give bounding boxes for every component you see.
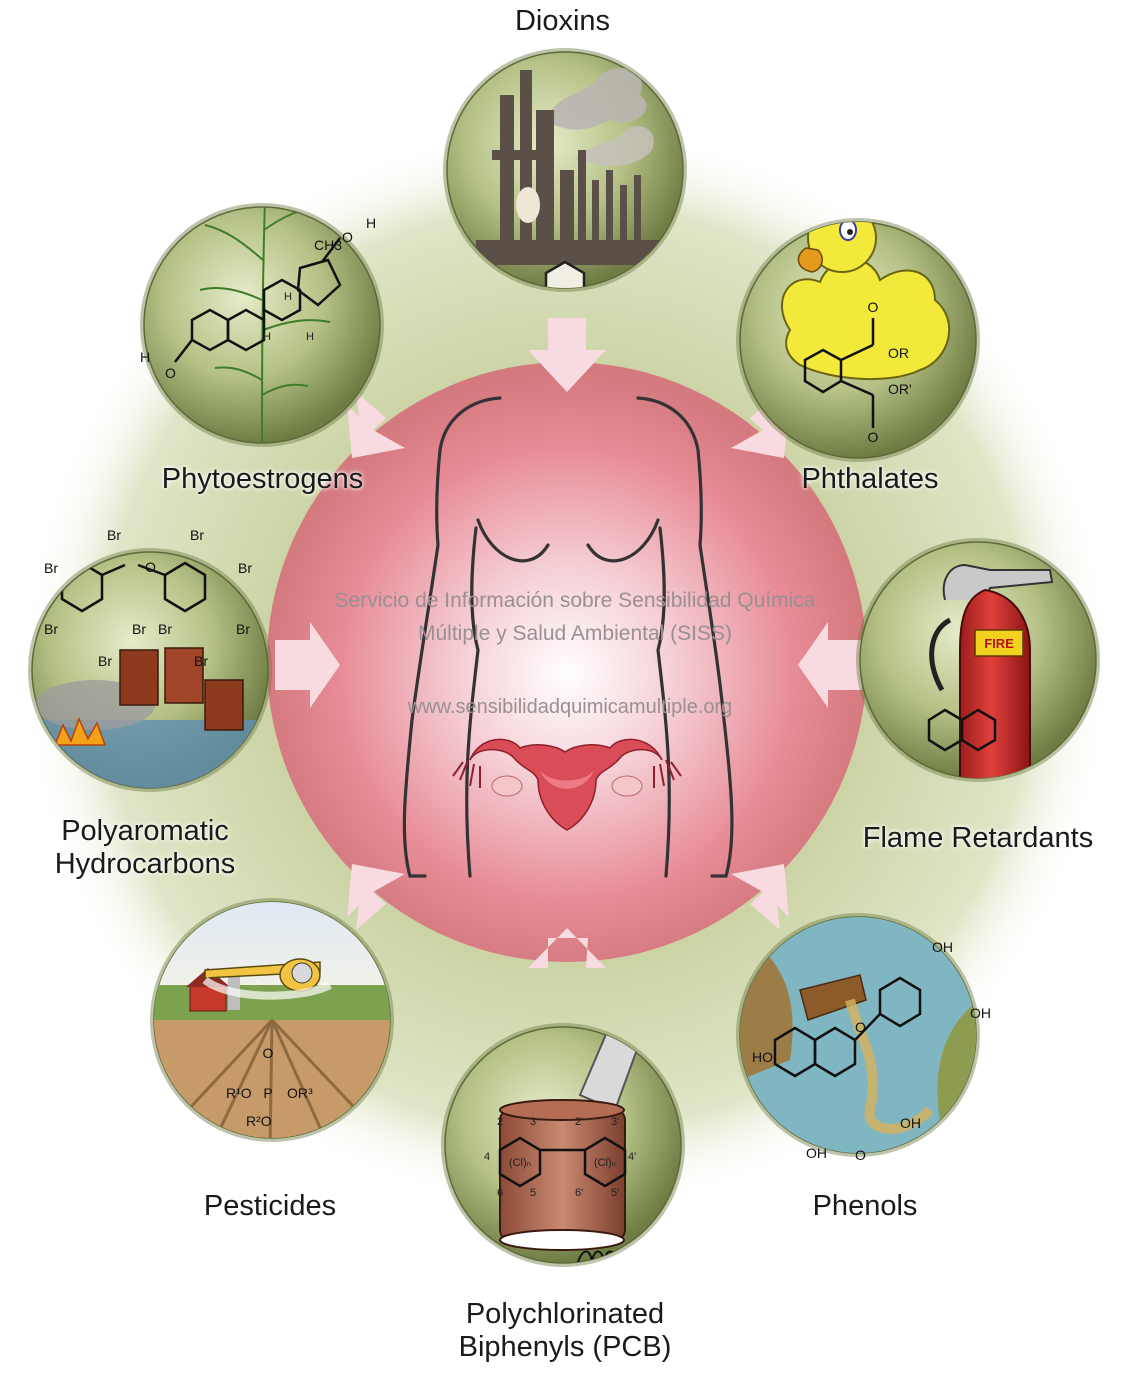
pcb-6p: 6' [575, 1187, 583, 1199]
phyto-o-top: O [342, 229, 353, 245]
pesticide-o-top: O [263, 1045, 274, 1061]
label-phenols-line1: Phenols [800, 1190, 930, 1223]
label-dioxins-line1: Dioxins [500, 5, 625, 38]
phenol-oh-top: OH [932, 939, 953, 955]
pcb-cl-right: (Cl)ₙ [594, 1157, 616, 1169]
phthalate-o-bottom: O [868, 429, 879, 445]
pah-br-1: Br [107, 527, 121, 543]
phthalate-or-prime: OR' [888, 381, 912, 397]
watermark-line1: Servicio de Información sobre Sensibilid… [320, 584, 830, 617]
pcb-3p: 3' [611, 1116, 619, 1128]
pcb-5: 5 [530, 1187, 536, 1199]
label-phenols: Phenols [800, 1190, 930, 1223]
phyto-h-ring2: H [263, 331, 271, 343]
label-flame-retardants-line1: Flame Retardants [858, 822, 1098, 855]
phyto-h-ring3: H [306, 331, 314, 343]
label-pcb: Polychlorinated Biphenyls (PCB) [445, 1298, 685, 1364]
pcb-3: 3 [530, 1116, 536, 1128]
pcb-5p: 5' [611, 1187, 619, 1199]
phenol-oh-right: OH [970, 1005, 991, 1021]
pcb-2: 2 [497, 1116, 503, 1128]
pah-br-7: Br [158, 621, 172, 637]
pah-br-9: Br [98, 653, 112, 669]
label-phthalates-line1: Phthalates [790, 463, 950, 496]
pah-br-6: Br [132, 621, 146, 637]
phenol-ho-left: HO [752, 1049, 773, 1065]
pah-br-3: Br [44, 560, 58, 576]
label-pesticides: Pesticides [195, 1190, 345, 1223]
pcb-cl-left: (Cl)ₙ [509, 1157, 531, 1169]
pcb-4: 4 [484, 1151, 490, 1163]
pesticide-r2o: R²O [246, 1113, 272, 1129]
label-phytoestrogens: Phytoestrogens [150, 463, 375, 496]
phyto-h-left: H [140, 349, 150, 365]
watermark-organization: Servicio de Información sobre Sensibilid… [320, 584, 830, 650]
label-pcb-line2: Biphenyls (PCB) [445, 1331, 685, 1364]
label-phytoestrogens-line1: Phytoestrogens [150, 463, 375, 496]
fire-sign-text: FIRE [984, 636, 1014, 651]
phyto-h-top: H [366, 215, 376, 231]
label-pah-line1: Polyaromatic [40, 815, 250, 848]
phenol-oh-mid: OH [900, 1115, 921, 1131]
pcb-2p: 2' [575, 1116, 583, 1128]
pesticide-p: P [263, 1085, 272, 1101]
pcb-6: 6 [497, 1187, 503, 1199]
pah-br-8: Br [236, 621, 250, 637]
label-pah: Polyaromatic Hydrocarbons [40, 815, 250, 881]
phyto-o-left: O [165, 365, 176, 381]
label-pesticides-line1: Pesticides [195, 1190, 345, 1223]
watermark-line2: Múltiple y Salud Ambiental (SISS) [320, 617, 830, 650]
phenol-oh-bottom: OH [806, 1145, 827, 1161]
pah-br-2: Br [190, 527, 204, 543]
phthalate-o-top: O [868, 299, 879, 315]
pah-br-5: Br [44, 621, 58, 637]
pah-br-10: Br [194, 653, 208, 669]
pesticide-or3: OR³ [287, 1085, 313, 1101]
label-pcb-line1: Polychlorinated [445, 1298, 685, 1331]
pcb-4p: 4' [628, 1151, 636, 1163]
phthalate-or: OR [888, 345, 909, 361]
label-flame-retardants: Flame Retardants [858, 822, 1098, 855]
pah-br-4: Br [238, 560, 252, 576]
pesticide-r1o: R¹O [226, 1085, 252, 1101]
phyto-h-ring1: H [284, 291, 292, 303]
phyto-ch3: CH3 [314, 237, 342, 253]
pah-o: O [145, 559, 156, 575]
label-phthalates: Phthalates [790, 463, 950, 496]
label-pah-line2: Hydrocarbons [40, 848, 250, 881]
label-dioxins: Dioxins [500, 5, 625, 38]
phytoestrogens-circle: CH3 H O H O H H H [140, 200, 384, 447]
watermark-url: www.sensibilidadquimicamultiple.org [370, 696, 770, 719]
phenol-o-keto: O [855, 1147, 866, 1163]
phenol-o-ring: O [855, 1019, 866, 1035]
